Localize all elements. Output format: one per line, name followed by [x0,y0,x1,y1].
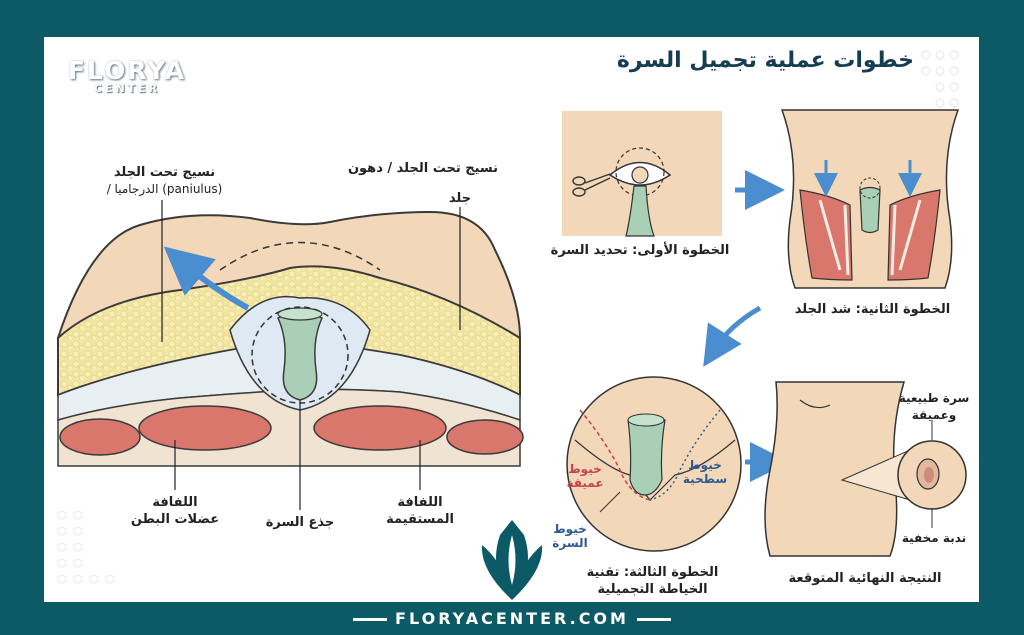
label-line: نسيج تحت الجلد [113,165,216,180]
scissors-icon [572,173,611,197]
label-line: الخطوة الثالثة: تقنية [586,565,719,580]
label-line: خيوط [568,462,602,476]
step3-illustration [566,376,742,552]
brand-sub: CENTER [93,82,161,95]
label-surface-sutures: خيوط سطحية [675,458,735,486]
label-subcutaneous-panniculus: نسيج تحت الجلد (paniulus) الدرجاميا / [92,164,237,198]
label-umbilical-stalk: جذع السرة [265,515,335,530]
brand-name: FLORYA [67,56,187,85]
brand-logo: FLORYA CENTER [62,56,192,95]
footer: FLORYACENTER.COM [0,603,1024,635]
step2-label: الخطوة الثانية: شد الجلد [794,302,951,317]
label-line: اللفافة [152,495,198,510]
label-fascia-muscles: اللفافة عضلات البطن [125,494,225,528]
label-subcutaneous-fat: نسيج تحت الجلد / دهون [347,161,499,176]
cross-section-diagram [56,200,524,510]
step3-label: الخطوة الثالثة: تقنية الخياطة التجميلية [570,564,735,598]
label-line: خيوط [688,458,722,472]
dot-grid-decoration [921,50,959,108]
label-line: المستقيمة [386,512,454,527]
label-line: سطحية [682,472,728,486]
label-deep-sutures: خيوط عميقة [555,462,615,490]
lotus-logo-icon [481,520,543,600]
result-illustration [764,381,967,557]
label-line: سرة طبيعية [898,391,970,405]
step1-label: الخطوة الأولى: تحديد السرة [550,243,730,258]
label-line: (paniulus) الدرجاميا / [106,182,223,196]
label-line: اللفافة [397,495,443,510]
dot-grid-decoration-left [57,510,115,584]
label-rectus-fascia: اللفافة المستقيمة [370,494,470,528]
footer-divider-right [637,618,671,621]
label-line: السرة [552,536,588,550]
step2-illustration [780,109,960,289]
label-natural-navel: سرة طبيعية وعميقة [898,390,970,424]
label-line: عميقة [566,476,604,490]
label-line: الخياطة التجميلية [597,582,708,597]
label-line: وعميقة [911,408,957,422]
blue-arrow-icon [163,246,250,311]
step1-illustration [562,111,722,237]
label-hidden-scar: ندبة مخفية [901,531,967,545]
label-line: عضلات البطن [130,512,220,527]
label-skin: جلد [448,191,472,206]
result-label: النتيجة النهائية المتوقعة [788,571,942,586]
label-line: خيوط [553,522,587,536]
blue-arrow-icon-2 [703,305,762,367]
label-navel-sutures: خيوط السرة [540,522,600,550]
footer-url[interactable]: FLORYACENTER.COM [395,609,629,628]
footer-divider-left [353,618,387,621]
page-title: خطوات عملية تجميل السرة [616,48,914,73]
